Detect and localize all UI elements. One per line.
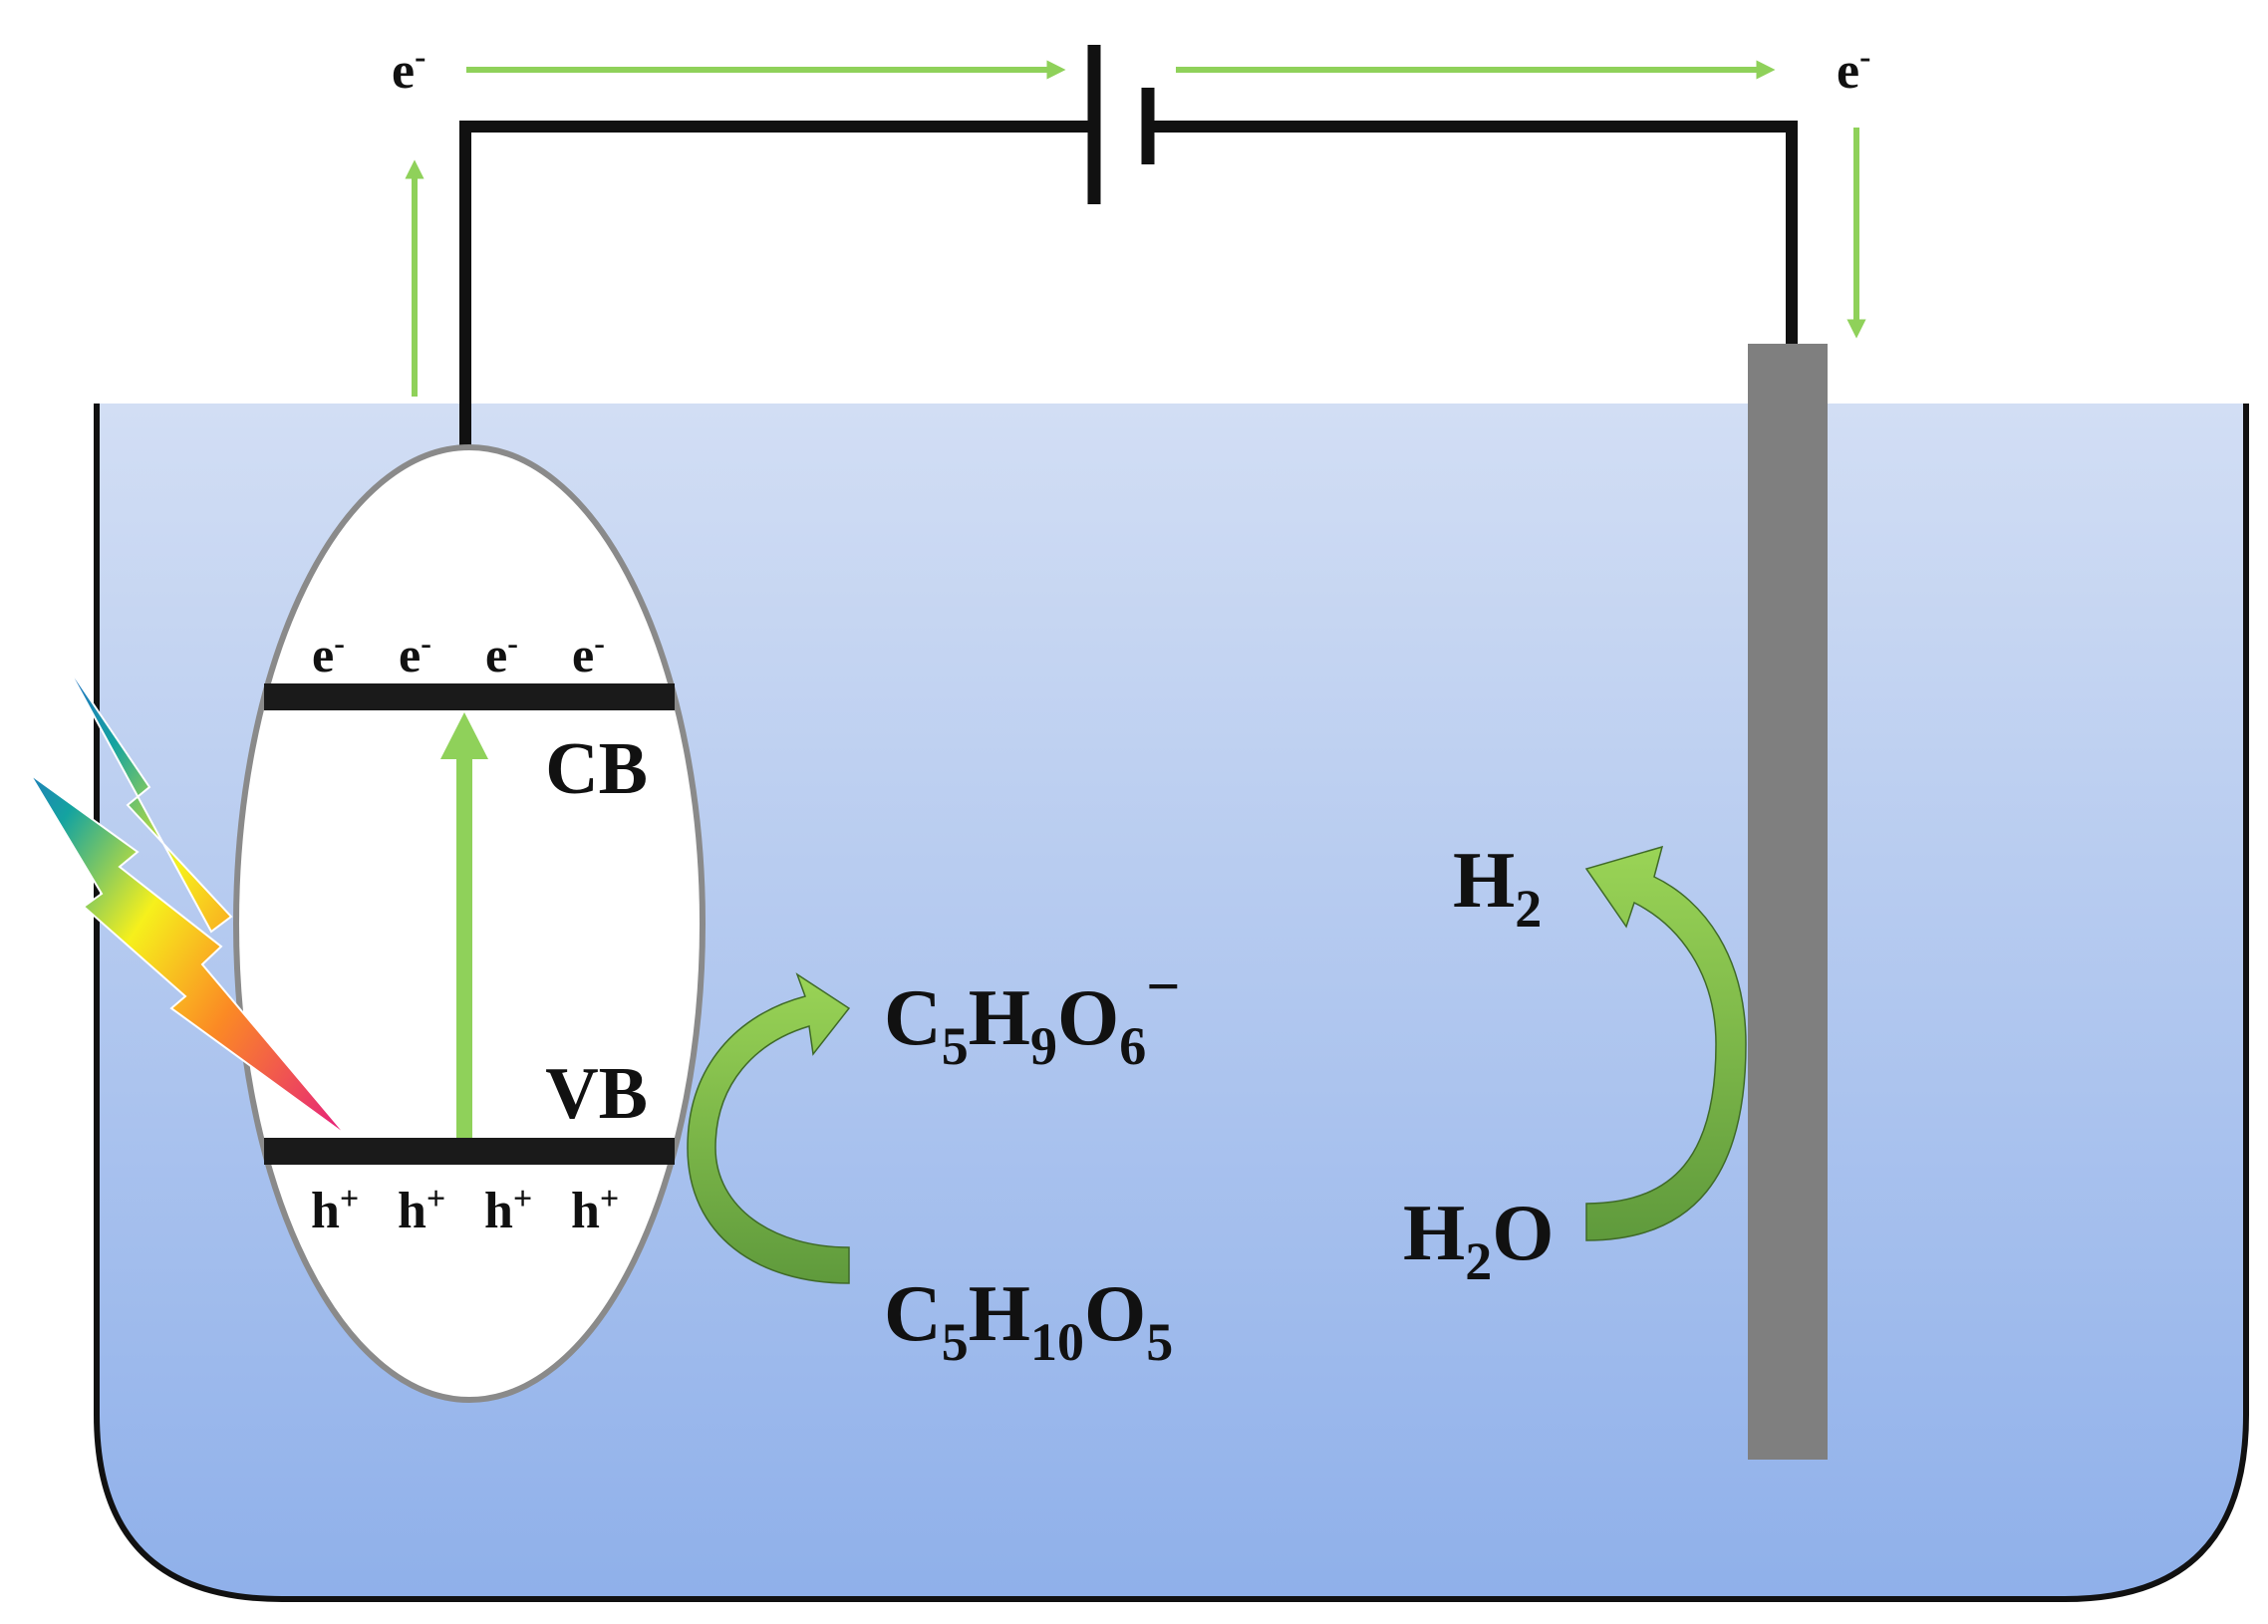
lightning-bolt-icon	[28, 658, 348, 1137]
oxidation-reactant-label: C5H10O5	[884, 1270, 1173, 1372]
vb-hole: h+	[571, 1181, 619, 1239]
reduction-curved-arrow	[1584, 845, 1747, 1241]
wire-electron-label-left: e-	[392, 39, 425, 100]
cb-electron: e-	[485, 625, 518, 682]
cb-electron: e-	[572, 625, 605, 682]
oxidation-curved-arrow	[687, 972, 851, 1284]
reduction-reactant-label: H2O	[1403, 1190, 1554, 1291]
vb-hole: h+	[398, 1181, 445, 1239]
cb-electron: e-	[312, 625, 345, 682]
reduction-product-label: H2	[1453, 837, 1542, 939]
wire-electron-label-right: e-	[1837, 39, 1870, 100]
battery-icon	[1087, 45, 1155, 204]
oxidation-product-label: C5H9O6−	[884, 953, 1180, 1076]
counter-electrode	[1748, 344, 1828, 1460]
vb-hole: h+	[484, 1181, 532, 1239]
circuit-wire-right	[1148, 121, 1798, 344]
cb-electron: e-	[399, 625, 431, 682]
circuit-wire-left	[459, 121, 1094, 450]
excitation-arrow-head	[440, 712, 488, 759]
cb-label: CB	[545, 728, 648, 810]
conduction-band	[264, 683, 675, 710]
beaker-outline	[94, 404, 2249, 1602]
vb-label: VB	[545, 1053, 648, 1135]
vb-hole: h+	[311, 1181, 359, 1239]
valence-band	[264, 1138, 675, 1165]
